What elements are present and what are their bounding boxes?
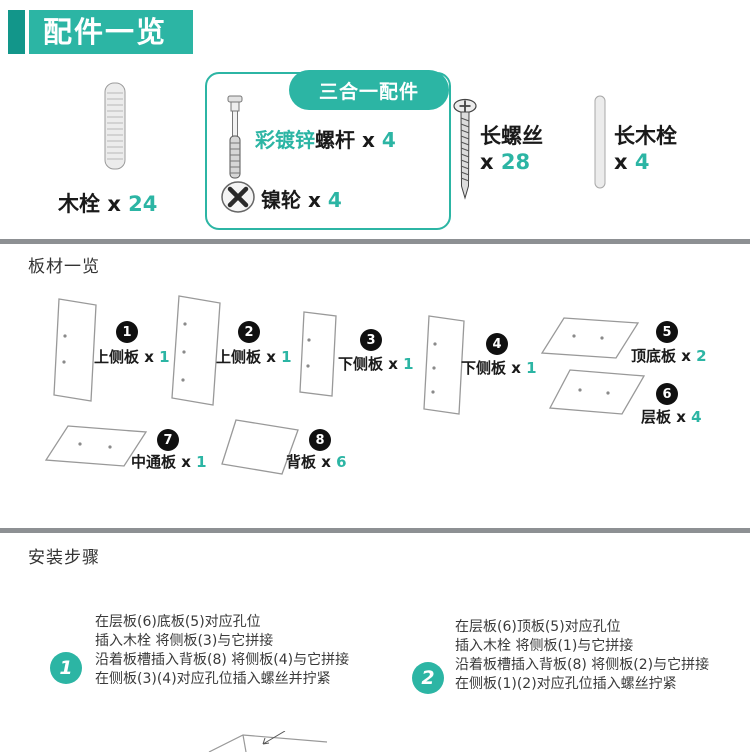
board-panel-icon: [548, 368, 646, 416]
step-line: 在侧板(3)(4)对应孔位插入螺丝并拧紧: [95, 671, 331, 687]
screw-rod-count: 4: [381, 128, 396, 152]
section-divider: [0, 239, 750, 244]
times-mark: x: [676, 408, 686, 426]
cam-wheel-icon: [219, 180, 257, 214]
times-mark: x: [511, 359, 521, 377]
board-count: 2: [696, 347, 707, 365]
board-name: 下侧板: [338, 355, 384, 373]
board-panel-icon: [44, 424, 148, 468]
board-name: 下侧板: [461, 359, 507, 377]
times-mark: x: [681, 347, 691, 365]
times-mark: x: [321, 453, 331, 471]
dowel-count: 24: [128, 192, 158, 216]
long-dowel-label: 长木栓: [614, 120, 677, 150]
section-divider: [0, 528, 750, 533]
step-line: 插入木栓 将侧板(1)与它拼接: [455, 638, 634, 654]
step-line: 在层板(6)底板(5)对应孔位: [95, 614, 261, 630]
page-header: 配件一览: [8, 10, 194, 54]
board-count: 1: [281, 348, 292, 366]
times-mark: x: [181, 453, 191, 471]
board-label: 背板 x 6: [286, 451, 347, 472]
times-mark: x: [361, 128, 375, 152]
board-label: 下侧板 x 1: [338, 353, 414, 374]
dowel-icon: [100, 80, 130, 172]
board-number-badge: 7: [157, 429, 179, 451]
board-number-badge: 4: [486, 333, 508, 355]
cam-wheel-count: 4: [327, 188, 342, 212]
board-panel-icon: [52, 296, 98, 404]
board-label: 下侧板 x 1: [461, 357, 537, 378]
step-number-badge: 1: [50, 652, 82, 684]
combo-parts-box: 三合一配件 彩镀锌螺杆 x 4 镍轮 x 4: [205, 70, 451, 230]
screw-rod-name: 螺杆: [315, 128, 355, 152]
board-name: 上侧板: [94, 348, 140, 366]
board-label: 中通板 x 1: [131, 451, 207, 472]
board-count: 1: [159, 348, 170, 366]
board-label: 上侧板 x 1: [216, 346, 292, 367]
step-number-badge: 2: [412, 662, 444, 694]
step-instructions: 在层板(6)底板(5)对应孔位 插入木栓 将侧板(3)与它拼接 沿着板槽插入背板…: [95, 613, 349, 689]
long-screw-count-row: x 28: [480, 150, 530, 174]
board-name: 中通板: [131, 453, 177, 471]
board-panel-icon: [298, 310, 338, 398]
board-panel-icon: [422, 314, 466, 416]
board-number-badge: 3: [360, 329, 382, 351]
assembly-diagram-partial: [203, 731, 333, 752]
board-name: 背板: [286, 453, 317, 471]
step-line: 沿着板槽插入背板(8) 将侧板(4)与它拼接: [95, 652, 350, 668]
times-mark: x: [388, 355, 398, 373]
board-number-badge: 1: [116, 321, 138, 343]
times-mark: x: [480, 150, 494, 174]
long-dowel-count-row: x 4: [614, 150, 649, 174]
combo-box-title: 三合一配件: [289, 70, 449, 110]
step-instructions: 在层板(6)顶板(5)对应孔位 插入木栓 将侧板(1)与它拼接 沿着板槽插入背板…: [455, 618, 709, 694]
step-line: 插入木栓 将侧板(3)与它拼接: [95, 633, 274, 649]
board-panel-icon: [220, 418, 300, 476]
long-screw-count: 28: [500, 150, 531, 174]
times-mark: x: [144, 348, 154, 366]
step-line: 在层板(6)顶板(5)对应孔位: [455, 619, 621, 635]
dowel-label: 木栓 x 24: [58, 188, 157, 218]
long-dowel-name: 长木栓: [614, 124, 677, 148]
times-mark: x: [107, 192, 121, 216]
long-screw-icon: [452, 98, 478, 202]
board-panel-icon: [540, 316, 640, 360]
long-dowel-icon: [592, 94, 608, 190]
board-name: 顶底板: [631, 347, 677, 365]
long-dowel-count: 4: [634, 150, 650, 174]
board-number-badge: 8: [309, 429, 331, 451]
steps-section-title: 安装步骤: [28, 548, 100, 568]
board-count: 6: [336, 453, 347, 471]
long-screw-label: 长螺丝: [480, 120, 543, 150]
screw-rod-name-accent: 彩镀锌: [255, 128, 315, 152]
board-panel-icon: [170, 294, 222, 408]
board-name: 上侧板: [216, 348, 262, 366]
board-label: 层板 x 4: [641, 406, 702, 427]
cam-wheel-name: 镍轮: [261, 188, 301, 212]
board-number-badge: 6: [656, 383, 678, 405]
times-mark: x: [614, 150, 628, 174]
step-line: 在侧板(1)(2)对应孔位插入螺丝拧紧: [455, 676, 677, 692]
cam-wheel-label: 镍轮 x 4: [261, 184, 342, 213]
board-count: 4: [691, 408, 702, 426]
board-label: 顶底板 x 2: [631, 345, 707, 366]
board-count: 1: [196, 453, 207, 471]
times-mark: x: [266, 348, 276, 366]
step-line: 沿着板槽插入背板(8) 将侧板(2)与它拼接: [455, 657, 710, 673]
boards-section-title: 板材一览: [28, 257, 100, 277]
board-name: 层板: [641, 408, 672, 426]
long-screw-name: 长螺丝: [480, 124, 543, 148]
board-number-badge: 5: [656, 321, 678, 343]
screw-rod-icon: [222, 94, 248, 182]
times-mark: x: [307, 188, 321, 212]
board-count: 1: [403, 355, 414, 373]
board-label: 上侧板 x 1: [94, 346, 170, 367]
board-number-badge: 2: [238, 321, 260, 343]
dowel-name: 木栓: [58, 192, 100, 216]
header-accent-bar: [8, 10, 25, 54]
page-title: 配件一览: [29, 10, 194, 54]
screw-rod-label: 彩镀锌螺杆 x 4: [255, 124, 396, 153]
board-count: 1: [526, 359, 537, 377]
